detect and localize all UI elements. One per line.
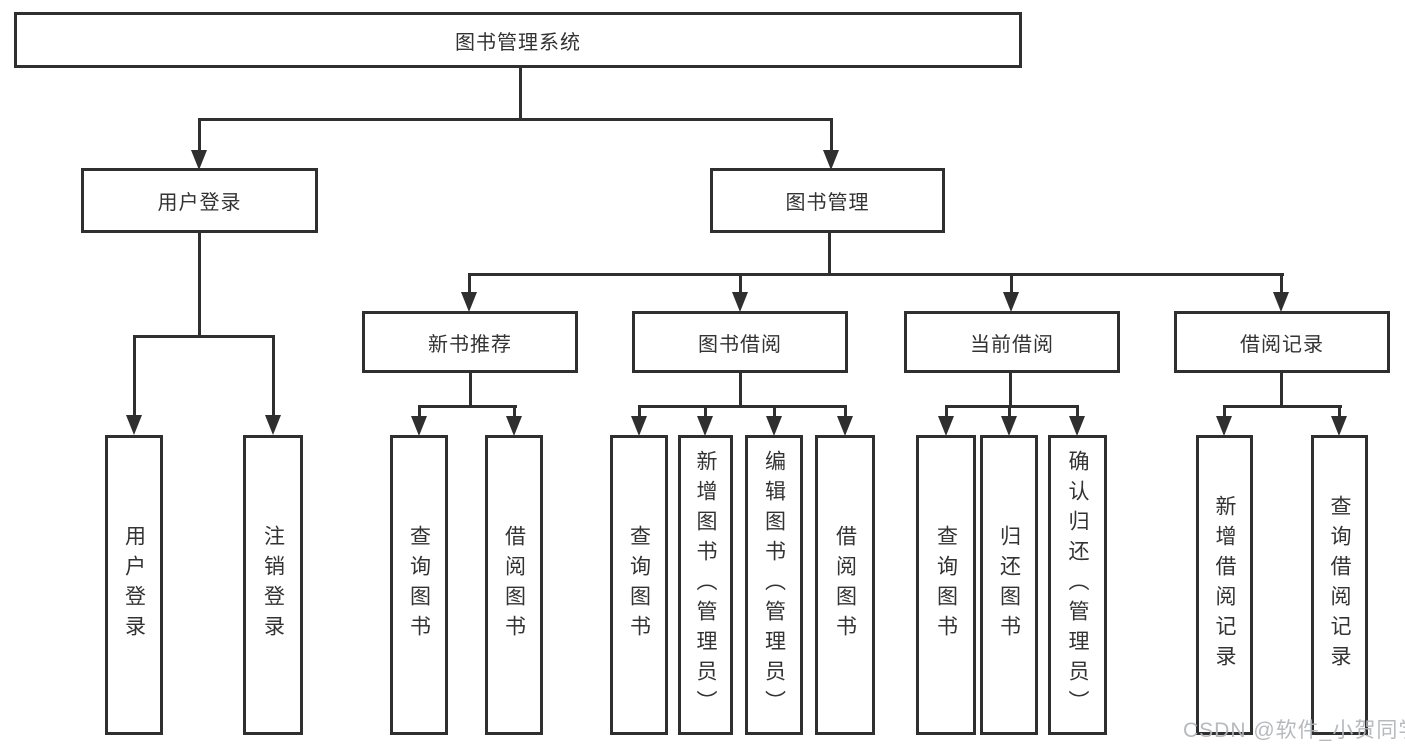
connector-arrow-stub: [1338, 405, 1341, 419]
connector-root-horizontal: [198, 118, 832, 121]
connector-userlogin-horizontal: [133, 335, 275, 338]
arrowhead-icon: [411, 416, 427, 436]
leaf-query-book-recommend: 查询图书: [390, 435, 448, 735]
node-borrow-records: 借阅记录: [1174, 311, 1390, 373]
arrowhead-icon: [938, 416, 954, 436]
leaf-label: 查询图书: [934, 525, 958, 645]
connector-arrow-stub: [1010, 273, 1013, 297]
leaf-label: 查询图书: [407, 525, 431, 645]
arrowhead-icon: [1001, 416, 1017, 436]
connector-arrow-stub: [638, 405, 641, 419]
connector-arrow-stub: [513, 405, 516, 419]
leaf-query-book-borrow: 查询图书: [610, 435, 668, 735]
arrowhead-icon: [1331, 416, 1347, 436]
leaf-label: 查询图书: [627, 525, 651, 645]
node-root: 图书管理系统: [14, 12, 1022, 68]
arrowhead-icon: [1273, 292, 1289, 312]
connector-arrow-stub: [945, 405, 948, 419]
leaf-logout: 注销登录: [243, 435, 303, 735]
connector-arrow-stub: [1008, 405, 1011, 419]
connector-arrow-stub: [1223, 405, 1226, 419]
leaf-query-borrow-record: 查询借阅记录: [1311, 435, 1368, 735]
connector-bookborrow-horizontal: [638, 405, 847, 408]
connector-bookmgmt-vertical: [828, 233, 831, 276]
leaf-user-login: 用户登录: [105, 435, 163, 735]
leaf-label: 归还图书: [997, 525, 1021, 645]
connector-arrow-stub: [830, 118, 833, 152]
connector-borrowrecords-vertical: [1280, 373, 1283, 408]
arrowhead-icon: [697, 416, 713, 436]
node-new-book-recommend: 新书推荐: [362, 311, 578, 373]
arrowhead-icon: [506, 416, 522, 436]
arrowhead-icon: [126, 415, 142, 435]
connector-newbooks-vertical: [469, 373, 472, 408]
connector-newbooks-horizontal: [418, 405, 517, 408]
connector-arrow-stub: [704, 405, 707, 419]
connector-bookborrow-vertical: [739, 373, 742, 408]
leaf-borrow-book: 借阅图书: [815, 435, 875, 735]
leaf-confirm-return-admin: 确认归还（管理员）: [1048, 435, 1107, 735]
connector-currentborrow-vertical: [1009, 373, 1012, 408]
connector-arrow-stub: [198, 118, 201, 152]
connector-currentborrow-horizontal: [945, 405, 1079, 408]
arrowhead-icon: [191, 150, 207, 170]
leaf-return-book: 归还图书: [980, 435, 1038, 735]
arrowhead-icon: [631, 416, 647, 436]
arrowhead-icon: [1069, 416, 1085, 436]
connector-arrow-stub: [1280, 273, 1283, 297]
leaf-label: 注销登录: [261, 525, 285, 645]
leaf-label: 借阅图书: [502, 525, 526, 645]
connector-arrow-stub: [773, 405, 776, 419]
connector-arrow-stub: [739, 273, 742, 297]
leaf-label: 用户登录: [122, 525, 146, 645]
leaf-add-borrow-record: 新增借阅记录: [1196, 435, 1253, 735]
node-user-login-label: 用户登录: [157, 192, 242, 214]
connector-arrow-stub: [133, 335, 136, 417]
node-current-borrow-label: 当前借阅: [970, 333, 1054, 356]
leaf-label: 编辑图书（管理员）: [762, 450, 786, 720]
connector-arrow-stub: [468, 273, 471, 297]
node-book-management: 图书管理: [710, 168, 945, 233]
node-user-login: 用户登录: [81, 168, 318, 233]
leaf-label: 新增借阅记录: [1213, 495, 1236, 675]
leaf-query-book-current: 查询图书: [916, 435, 976, 735]
arrowhead-icon: [1216, 416, 1232, 436]
leaf-add-book-admin: 新增图书（管理员）: [678, 435, 733, 735]
arrowhead-icon: [823, 150, 839, 170]
arrowhead-icon: [837, 416, 853, 436]
csdn-watermark: CSDN @软件_小贺同学: [1183, 719, 1405, 742]
node-new-book-recommend-label: 新书推荐: [428, 333, 512, 356]
arrowhead-icon: [1003, 292, 1019, 312]
leaf-label: 查询借阅记录: [1328, 495, 1351, 675]
node-book-management-label: 图书管理: [785, 192, 870, 214]
connector-borrowrecords-horizontal: [1223, 405, 1342, 408]
arrowhead-icon: [265, 415, 281, 435]
leaf-borrow-book-recommend: 借阅图书: [485, 435, 543, 735]
node-current-borrow: 当前借阅: [904, 311, 1120, 373]
node-book-borrow-label: 图书借阅: [698, 333, 782, 356]
leaf-label: 确认归还（管理员）: [1066, 450, 1089, 720]
connector-arrow-stub: [418, 405, 421, 419]
leaf-label: 新增图书（管理员）: [694, 450, 717, 720]
arrowhead-icon: [766, 416, 782, 436]
node-root-label: 图书管理系统: [455, 31, 581, 54]
connector-root-vertical: [519, 68, 522, 120]
arrowhead-icon: [461, 292, 477, 312]
node-book-borrow: 图书借阅: [632, 311, 848, 373]
connector-userlogin-vertical: [198, 233, 201, 338]
connector-bookmgmt-horizontal: [468, 273, 1284, 276]
node-borrow-records-label: 借阅记录: [1240, 333, 1324, 356]
connector-arrow-stub: [272, 335, 275, 417]
connector-arrow-stub: [1076, 405, 1079, 419]
arrowhead-icon: [732, 292, 748, 312]
connector-arrow-stub: [844, 405, 847, 419]
leaf-label: 借阅图书: [833, 525, 857, 645]
leaf-edit-book-admin: 编辑图书（管理员）: [745, 435, 803, 735]
